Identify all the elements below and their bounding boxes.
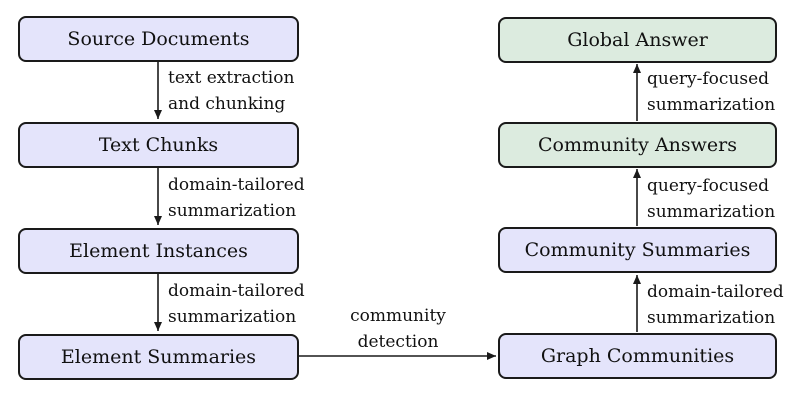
- node-text-chunks: Text Chunks: [18, 122, 299, 168]
- edge-label-line: summarization: [647, 308, 776, 328]
- edge-label-line: domain-tailored: [647, 282, 784, 302]
- edge-label-domain-tailored-3: domain-tailored summarization: [647, 279, 784, 331]
- edge-label-line: query-focused: [647, 69, 770, 89]
- edge-label-line: and chunking: [168, 94, 286, 114]
- node-graph-communities: Graph Communities: [498, 333, 777, 379]
- node-element-summaries: Element Summaries: [18, 334, 299, 380]
- edge-label-line: summarization: [647, 95, 776, 115]
- node-source-documents: Source Documents: [18, 16, 299, 62]
- edge-label-line: summarization: [168, 307, 297, 327]
- edge-label-domain-tailored-2: domain-tailored summarization: [168, 278, 305, 330]
- edge-label-query-focused-1: query-focused summarization: [647, 173, 775, 225]
- edge-label-line: domain-tailored: [168, 175, 305, 195]
- node-element-instances: Element Instances: [18, 228, 299, 274]
- node-global-answer: Global Answer: [498, 17, 777, 63]
- edge-label-domain-tailored-1: domain-tailored summarization: [168, 172, 305, 224]
- edge-label-line: text extraction: [168, 68, 295, 88]
- edge-label-line: detection: [357, 332, 439, 352]
- edge-label-line: summarization: [647, 202, 776, 222]
- edge-label-line: domain-tailored: [168, 281, 305, 301]
- edge-label-query-focused-2: query-focused summarization: [647, 66, 775, 118]
- edge-label-line: community: [350, 306, 446, 326]
- node-community-answers: Community Answers: [498, 122, 777, 168]
- edge-label-line: summarization: [168, 201, 297, 221]
- edge-label-community-detection: community detection: [338, 303, 458, 355]
- edge-label-line: query-focused: [647, 176, 770, 196]
- node-community-summaries: Community Summaries: [498, 227, 777, 273]
- edge-label-text-extraction: text extraction and chunking: [168, 65, 294, 117]
